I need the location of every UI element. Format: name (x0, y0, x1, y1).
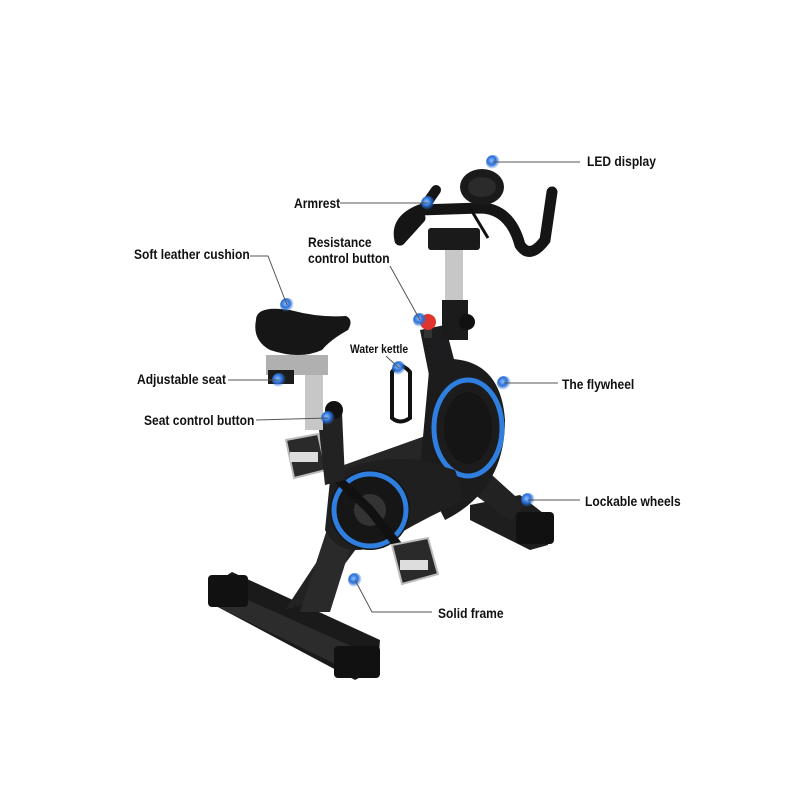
crank-housing (315, 457, 465, 553)
pedals (284, 432, 440, 586)
label-water-kettle: Water kettle (350, 342, 409, 356)
label-adjustable-seat: Adjustable seat (137, 371, 226, 387)
label-the-flywheel: The flywheel (562, 376, 635, 392)
label-solid-frame: Solid frame (438, 605, 504, 621)
label-lockable-wheels: Lockable wheels (585, 493, 681, 509)
leader-water-kettle (385, 355, 400, 369)
leader-solid-frame (354, 579, 432, 613)
rear-stabilizer-foot (470, 495, 554, 550)
handlebar-assembly (393, 185, 558, 340)
front-stabilizer-foot (208, 572, 380, 680)
leader-seat-control (255, 417, 329, 421)
leader-cushion (250, 255, 288, 306)
label-resistance-line2: control button (308, 250, 390, 266)
label-soft-leather-cushion: Soft leather cushion (134, 246, 250, 262)
leader-lines (228, 161, 580, 613)
label-seat-control-button: Seat control button (144, 412, 255, 428)
seat-assembly (255, 308, 351, 485)
led-display (460, 169, 504, 239)
leader-resistance (389, 265, 421, 321)
label-led-display: LED display (587, 153, 656, 169)
label-armrest: Armrest (294, 195, 341, 211)
label-resistance-line1: Resistance (308, 234, 372, 250)
